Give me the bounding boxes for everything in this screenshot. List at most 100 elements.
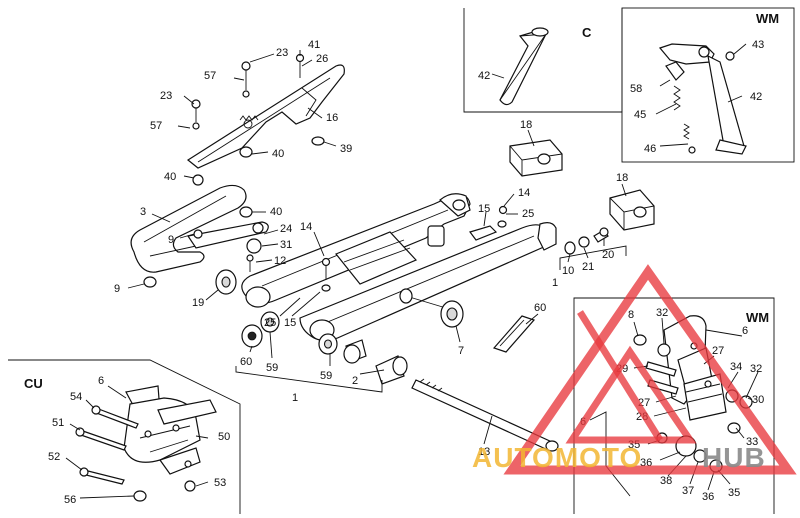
callout-24: 24 <box>280 223 292 235</box>
callout-54: 54 <box>70 391 82 403</box>
callout-20: 20 <box>602 249 614 261</box>
box-c-title: C <box>582 25 592 40</box>
axle-7 <box>399 288 464 328</box>
callout-26: 26 <box>316 53 328 65</box>
callout-40: 40 <box>272 148 284 160</box>
block-18b <box>609 189 655 231</box>
callout-32: 32 <box>750 363 762 375</box>
cu-bolts <box>75 405 196 502</box>
box-c-frame <box>463 8 623 113</box>
callout-59: 59 <box>320 370 332 382</box>
callout-14: 14 <box>300 221 312 233</box>
callout-16: 16 <box>326 112 338 124</box>
automotohub-watermark: AUTOMOTO HUB <box>472 264 797 475</box>
callout-12: 12 <box>274 255 286 267</box>
callout-25: 25 <box>264 317 276 329</box>
callout-23: 23 <box>160 90 172 102</box>
callout-38: 38 <box>660 475 672 487</box>
callout-3: 3 <box>140 206 146 218</box>
fasteners-main <box>143 53 508 292</box>
bolt-20 <box>593 227 609 243</box>
box-cu-frame <box>8 359 241 514</box>
callout-6: 6 <box>742 325 748 337</box>
bushing-60 <box>241 324 263 348</box>
callout-32: 32 <box>656 307 668 319</box>
part-42-c <box>499 27 549 106</box>
callout-42: 42 <box>478 70 490 82</box>
callout-50: 50 <box>218 431 230 443</box>
callout-34: 34 <box>730 361 742 373</box>
spacer-59b <box>318 333 338 355</box>
callout-31: 31 <box>280 239 292 251</box>
callout-45: 45 <box>634 109 646 121</box>
callout-18: 18 <box>520 119 532 131</box>
callout-39: 39 <box>340 143 352 155</box>
callout-57: 57 <box>204 70 216 82</box>
callout-40: 40 <box>270 206 282 218</box>
slider-link-24 <box>186 221 269 249</box>
callout-53: 53 <box>214 477 226 489</box>
callout-8: 8 <box>628 309 634 321</box>
block-18a <box>509 139 563 177</box>
watermark-brand-hub: HUB <box>702 442 766 473</box>
callout-1: 1 <box>292 392 298 404</box>
callout-13: 13 <box>478 446 490 458</box>
spring-16 <box>239 115 259 121</box>
box-cu-title: CU <box>24 376 43 391</box>
adjuster-nut-10 <box>564 241 576 255</box>
box-wm-top-title: WM <box>756 11 779 26</box>
pivot-shaft-13 <box>411 378 559 452</box>
callout-30: 30 <box>752 394 764 406</box>
callout-2: 2 <box>352 375 358 387</box>
box-wm-top-frame <box>621 7 795 163</box>
callout-46: 46 <box>644 143 656 155</box>
callout-9: 9 <box>168 234 174 246</box>
callout-6: 6 <box>98 375 104 387</box>
swingarm <box>241 193 557 342</box>
callout-9: 9 <box>114 283 120 295</box>
box-wm-right-frame <box>573 297 775 514</box>
callout-57: 57 <box>150 120 162 132</box>
side-stand <box>658 43 747 155</box>
chain-guard <box>186 64 345 169</box>
callout-10: 10 <box>562 265 574 277</box>
box-wm-right-title: WM <box>746 310 769 325</box>
callout-56: 56 <box>64 494 76 506</box>
callout-58: 58 <box>630 83 642 95</box>
callout-59: 59 <box>266 362 278 374</box>
callout-21: 21 <box>582 261 594 273</box>
watermark-triangle-inner <box>565 345 697 444</box>
callout-41: 41 <box>308 39 320 51</box>
sleeve-2b <box>375 355 408 385</box>
callout-numbers: 41 26 23 57 23 57 16 39 40 40 40 3 9 24 … <box>48 39 764 506</box>
watermark-triangle-slash <box>577 310 663 442</box>
callout-42: 42 <box>750 91 762 103</box>
callout-15: 15 <box>284 317 296 329</box>
callout-43: 43 <box>752 39 764 51</box>
callout-60: 60 <box>240 356 252 368</box>
spacer-2 <box>343 339 367 364</box>
callout-25: 25 <box>522 208 534 220</box>
bushing-19 <box>215 269 237 295</box>
cu-tensioner <box>123 385 217 475</box>
sticker-60 <box>492 315 536 353</box>
callout-60: 60 <box>534 302 546 314</box>
callout-18: 18 <box>616 172 628 184</box>
callout-36: 36 <box>702 491 714 503</box>
callout-7: 7 <box>458 345 464 357</box>
watermark-brand-automoto: AUTOMOTO <box>472 442 642 473</box>
callout-40: 40 <box>164 171 176 183</box>
watermark-triangle-outer <box>503 264 797 475</box>
callout-33: 33 <box>746 436 758 448</box>
callout-35: 35 <box>728 487 740 499</box>
callout-23: 23 <box>276 47 288 59</box>
callout-15: 15 <box>478 203 490 215</box>
callout-1: 1 <box>552 277 558 289</box>
chain-slider <box>130 184 247 273</box>
leader-lines <box>65 43 759 499</box>
callout-19: 19 <box>192 297 204 309</box>
callout-14: 14 <box>518 187 530 199</box>
washer-21 <box>578 236 590 248</box>
